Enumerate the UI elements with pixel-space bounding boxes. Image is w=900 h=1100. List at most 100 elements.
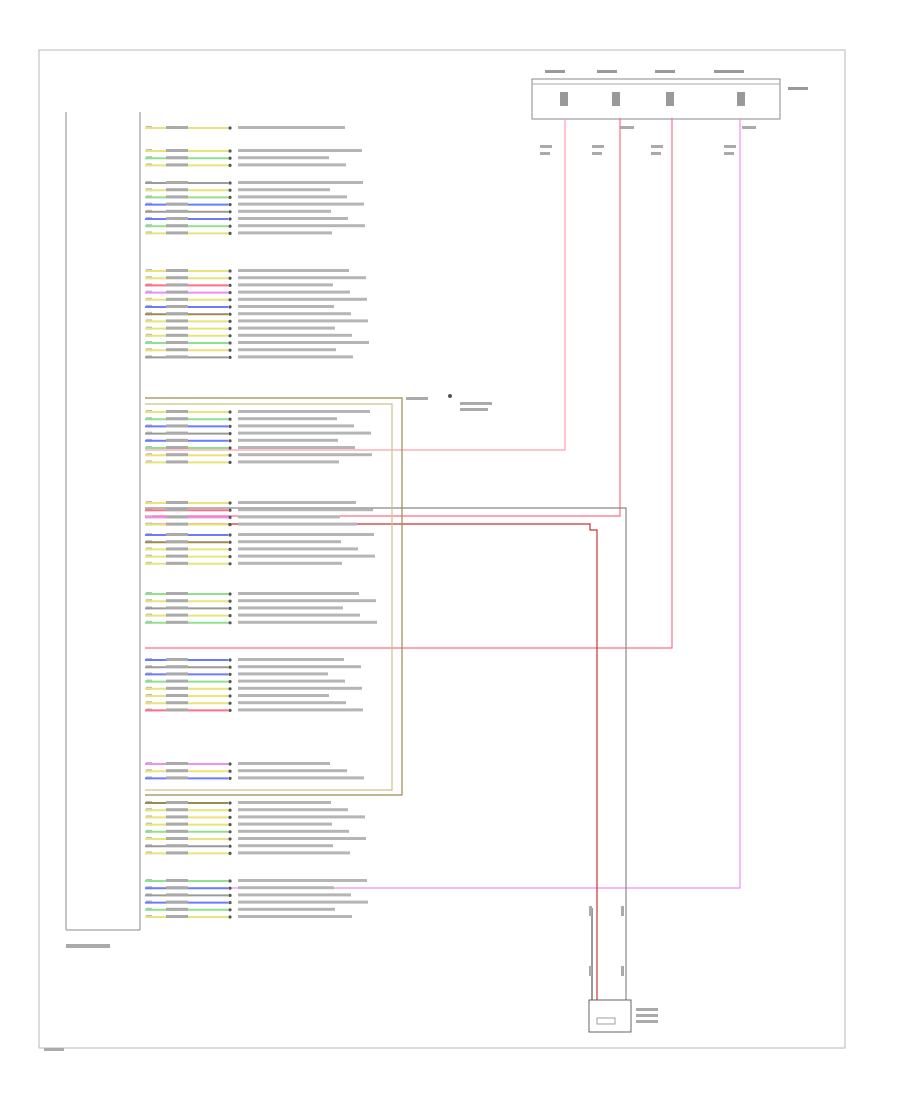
pin-row [145, 815, 365, 820]
destination-label [238, 501, 356, 504]
wire-code [166, 181, 188, 184]
connector-dot [228, 515, 232, 520]
connector-dot [228, 283, 232, 287]
wire-code [166, 829, 188, 833]
pin-row [145, 900, 368, 905]
pin-row [145, 126, 345, 130]
pin-row [145, 672, 328, 677]
pin-row [145, 217, 348, 221]
connector-dot [228, 312, 232, 316]
destination-label [238, 540, 341, 544]
destination-label [238, 438, 338, 442]
destination-label [238, 305, 334, 308]
destination-label [238, 515, 340, 519]
destination-label [238, 620, 377, 624]
connector-dot [228, 837, 232, 841]
wire-code [166, 599, 188, 603]
destination-label [238, 701, 346, 705]
pin-row [145, 438, 338, 443]
pin-row [145, 879, 367, 883]
destination-label [238, 613, 360, 617]
wire-code [166, 410, 188, 413]
wire-code [166, 540, 188, 544]
pin-row [145, 195, 347, 199]
pin-row [145, 290, 350, 295]
wire-code [166, 701, 188, 705]
connector-dot [228, 417, 232, 421]
pin-row [145, 269, 349, 273]
connector-dot [228, 665, 232, 669]
connector-dot [228, 562, 232, 566]
wire-code [166, 769, 188, 773]
connector-dot [228, 808, 232, 812]
pin-row [145, 446, 355, 450]
wire-code [166, 126, 188, 129]
connector-dot [228, 687, 232, 691]
pin-row [145, 224, 365, 228]
connector-dot [228, 432, 232, 436]
connector-dot [228, 156, 232, 160]
destination-label [238, 269, 349, 272]
wire-code [166, 276, 188, 280]
destination-label [238, 762, 330, 765]
pin-row [145, 533, 374, 537]
connector-dot [228, 224, 232, 228]
destination-label [238, 599, 376, 603]
destination-label [238, 217, 348, 220]
connector-dot [228, 658, 232, 662]
wire-code [166, 606, 188, 610]
wire-code [166, 776, 188, 780]
connector-dot [228, 508, 232, 512]
pin-row [145, 417, 337, 421]
destination-label [238, 808, 348, 812]
connector-dot [228, 844, 232, 848]
corner-caption [44, 1048, 64, 1051]
fuse-box [531, 70, 808, 120]
wire-code [166, 431, 188, 435]
wire-code [166, 851, 188, 855]
connector-dot [228, 163, 232, 167]
pin-rows [145, 126, 377, 919]
wire-code [166, 290, 188, 294]
page-border [38, 49, 846, 1049]
wire-code [166, 460, 188, 464]
pin-row [145, 348, 336, 352]
destination-label [238, 561, 342, 565]
connector-dot [228, 291, 232, 295]
wire-code [166, 231, 188, 235]
destination-label [238, 708, 363, 712]
wire-code [166, 915, 188, 918]
destination-label [238, 694, 329, 697]
wire-code [166, 446, 188, 449]
wire-code [166, 319, 188, 323]
wire-code [166, 822, 188, 826]
wire-code [166, 844, 188, 848]
destination-label [238, 886, 334, 890]
pin-row [145, 453, 372, 457]
wire-code [166, 801, 188, 804]
pin-row [145, 209, 331, 214]
destination-label [238, 900, 368, 904]
bottom-component [588, 906, 658, 1033]
connector-dot [228, 672, 232, 677]
wire-code [166, 283, 188, 287]
wire-code [166, 679, 188, 683]
destination-label [238, 156, 329, 160]
destination-label [238, 776, 364, 780]
connector-dot [228, 908, 232, 912]
destination-label [238, 606, 343, 610]
destination-label [238, 181, 363, 184]
connector-dot [228, 188, 232, 192]
wire-code [166, 424, 188, 428]
connector-dot [228, 893, 232, 898]
pin-row [145, 202, 364, 207]
destination-label [238, 672, 328, 676]
pin-row [145, 424, 354, 428]
wire-code [166, 501, 188, 504]
connector-dot [228, 217, 232, 221]
pin-row [145, 283, 333, 287]
connector-dot [228, 823, 232, 827]
pin-row [145, 305, 334, 309]
wire-code [166, 613, 188, 617]
wire-code [166, 305, 188, 308]
